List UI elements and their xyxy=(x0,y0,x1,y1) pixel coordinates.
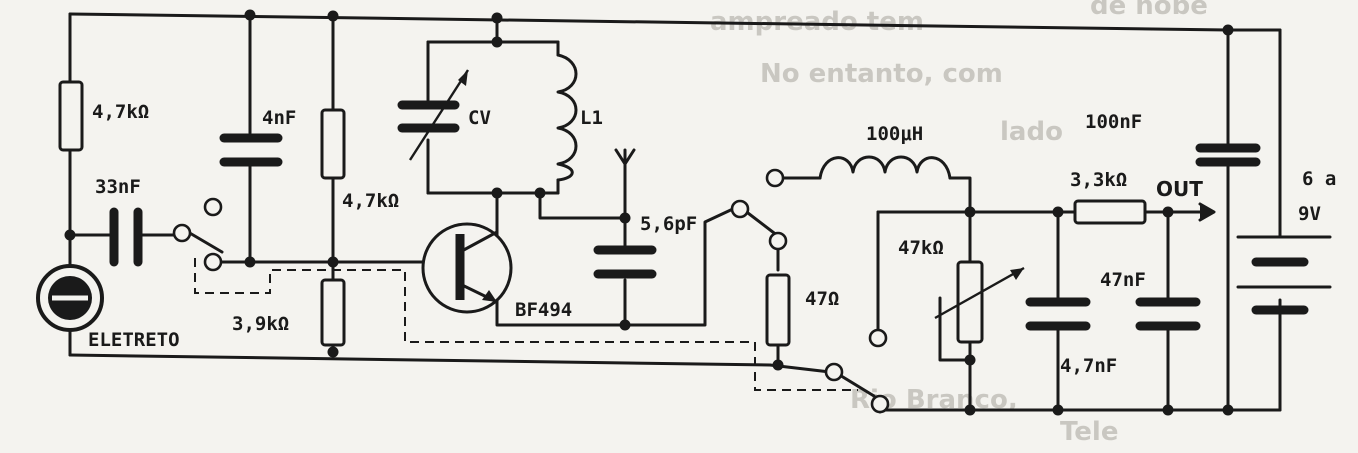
switch-linkage xyxy=(194,258,858,391)
switch-s1 xyxy=(172,197,223,272)
variable-capacitor-cv xyxy=(397,69,470,161)
bg-text-3: No entanto, com xyxy=(760,59,1003,89)
label-l1: L1 xyxy=(580,107,603,129)
switch-s2 xyxy=(730,199,788,251)
label-c3: 5,6pF xyxy=(640,213,697,235)
label-pot: 47kΩ xyxy=(898,237,944,259)
label-c4: 100nF xyxy=(1085,111,1142,133)
pot-input-terminal xyxy=(868,328,888,348)
label-c5: 47nF xyxy=(1100,269,1146,291)
resistor-r3 xyxy=(320,278,346,347)
resistor-r4 xyxy=(765,273,791,347)
label-r1: 4,7kΩ xyxy=(92,101,149,123)
label-cv: CV xyxy=(468,107,491,129)
capacitor-c5 xyxy=(1135,297,1201,331)
label-battery-line2: 9V xyxy=(1298,203,1321,225)
electret-microphone xyxy=(36,264,104,332)
label-out: OUT xyxy=(1156,177,1203,201)
inductor-100uh xyxy=(765,155,952,188)
label-c1: 33nF xyxy=(95,176,141,198)
bg-text-6: Tele xyxy=(1060,417,1118,447)
capacitor-c2 xyxy=(219,133,283,167)
battery xyxy=(1236,235,1332,315)
resistor-r5 xyxy=(1073,199,1147,225)
wiring xyxy=(68,12,1282,414)
bg-text-4: lado xyxy=(1000,117,1063,147)
label-microphone: ELETRETO xyxy=(88,329,180,351)
resistor-r1 xyxy=(58,80,84,152)
label-battery-line1: 6 a xyxy=(1302,168,1336,190)
resistor-r2 xyxy=(320,108,346,180)
label-r3: 3,9kΩ xyxy=(232,313,289,335)
capacitor-c4 xyxy=(1195,143,1261,167)
label-l2: 100μH xyxy=(866,123,923,145)
label-r4: 47Ω xyxy=(805,288,839,310)
junction-dots xyxy=(64,9,1234,416)
capacitor-c1 xyxy=(109,207,143,267)
label-c2: 4nF xyxy=(262,107,296,129)
label-r2: 4,7kΩ xyxy=(342,190,399,212)
capacitor-c3 xyxy=(593,245,657,279)
label-transistor: BF494 xyxy=(515,299,572,321)
bg-text-2: de hobe xyxy=(1090,0,1208,21)
potentiometer-47k xyxy=(934,260,1025,344)
switch-s3 xyxy=(824,362,890,414)
inductor-l1 xyxy=(556,53,578,182)
component-labels: 4,7kΩ 33nF 4nF 4,7kΩ 3,9kΩ ELETRETO CV L… xyxy=(88,101,1336,377)
label-r5: 3,3kΩ xyxy=(1070,169,1127,191)
label-c6: 4,7nF xyxy=(1060,355,1117,377)
transistor-bf494 xyxy=(421,222,513,314)
capacitor-c6 xyxy=(1025,297,1091,331)
